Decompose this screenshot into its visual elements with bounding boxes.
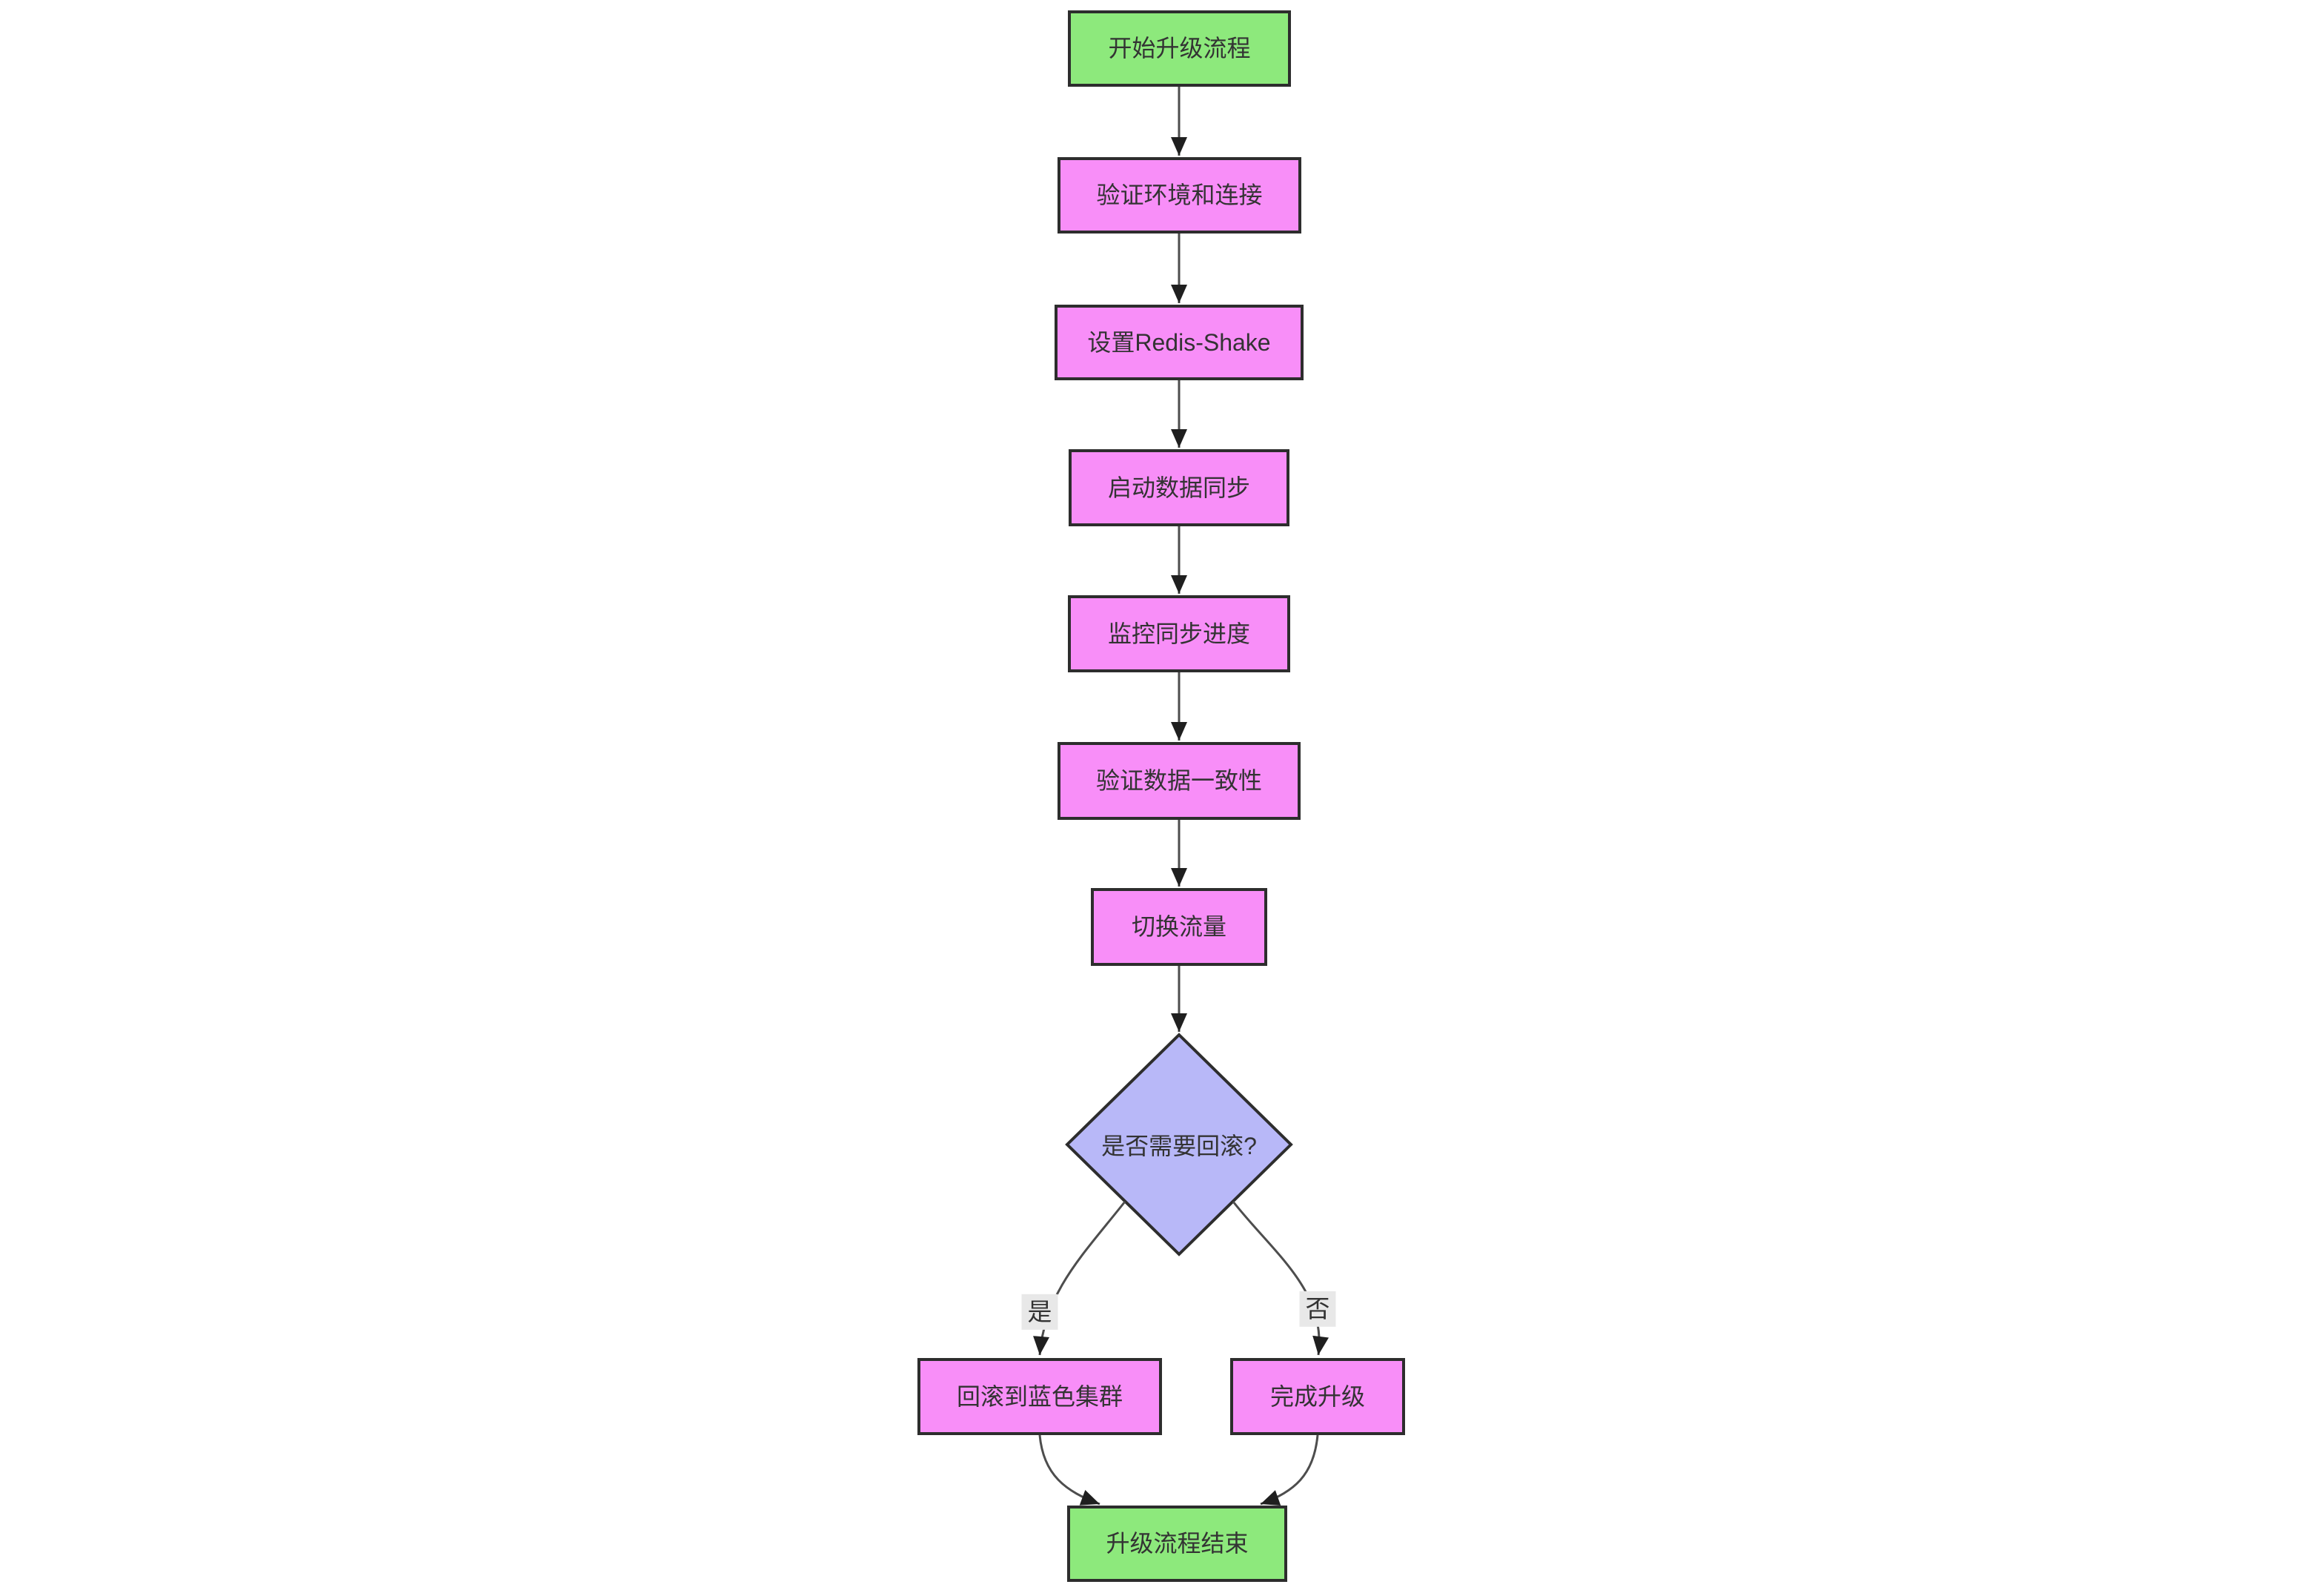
node-switch-traffic: 切换流量 (1091, 888, 1267, 966)
node-start-sync: 启动数据同步 (1069, 449, 1289, 526)
decision-diamond (1065, 1033, 1293, 1256)
edge-decision-no (1232, 1201, 1329, 1356)
edge-decision-yes (1033, 1201, 1126, 1356)
node-end: 升级流程结束 (1067, 1506, 1287, 1582)
node-setup-redis-shake: 设置Redis-Shake (1055, 305, 1304, 380)
node-verify-consistency: 验证数据一致性 (1058, 742, 1301, 820)
node-start: 开始升级流程 (1068, 10, 1291, 87)
node-finish-upgrade: 完成升级 (1230, 1358, 1405, 1435)
node-need-rollback-label: 是否需要回滚? (1101, 1133, 1257, 1159)
edge-finish-to-end (1260, 1434, 1319, 1506)
node-verify-env: 验证环境和连接 (1058, 157, 1301, 234)
edge-label-yes: 是 (1021, 1294, 1058, 1331)
edge-label-no: 否 (1299, 1291, 1336, 1328)
node-monitor-sync: 监控同步进度 (1068, 595, 1290, 672)
node-rollback-blue: 回滚到蓝色集群 (917, 1358, 1162, 1435)
edge-rollback-to-end (1038, 1434, 1100, 1506)
